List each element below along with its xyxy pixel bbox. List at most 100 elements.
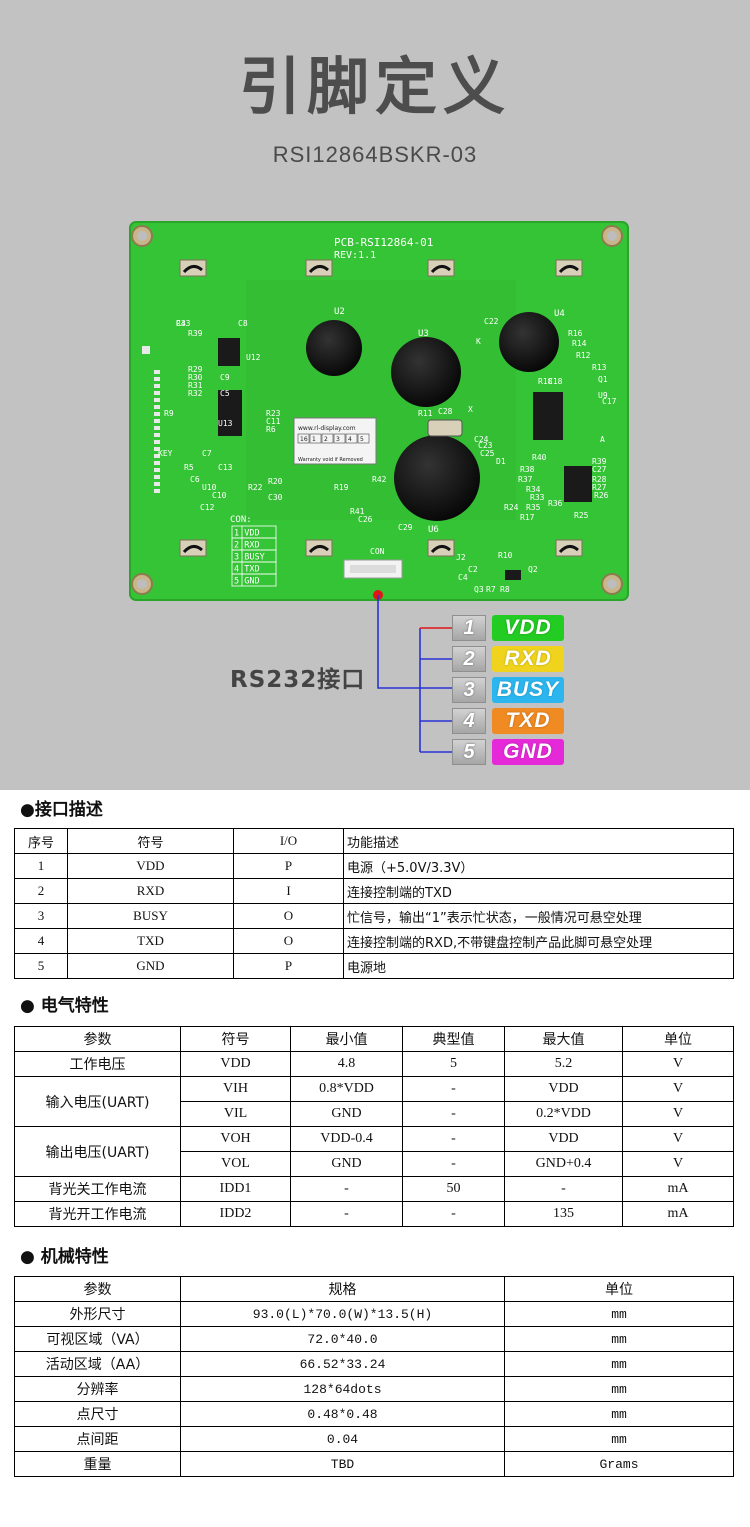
- silk-label: R35: [526, 503, 541, 512]
- spec-cell: 0.04: [180, 1426, 505, 1452]
- param-cell: 分辨率: [14, 1376, 181, 1402]
- edge-pad: [154, 461, 160, 465]
- interface-col-desc: 功能描述: [343, 828, 734, 854]
- silk-label: C7: [202, 449, 212, 458]
- wiring-diagram: [373, 590, 454, 753]
- pin-name-txd: TXD: [492, 708, 564, 734]
- con-row-5: 5 GND: [234, 577, 260, 587]
- spec-cell: 0.48*0.48: [180, 1401, 505, 1427]
- con-row-2: 2 RXD: [234, 541, 260, 551]
- edge-pad: [154, 447, 160, 451]
- silk-label: U13: [218, 419, 233, 428]
- silk-label: Q3: [474, 585, 484, 594]
- row-symbol: GND: [67, 953, 234, 979]
- silk-label: R25: [574, 511, 589, 520]
- silk-label: R8: [500, 585, 510, 594]
- edge-pad: [154, 489, 160, 493]
- symbol-cell: VDD: [180, 1051, 291, 1077]
- symbol-cell: VOH: [180, 1126, 291, 1152]
- silk-label: R40: [532, 453, 547, 462]
- silk-label: R14: [572, 339, 587, 348]
- max-cell: VDD: [504, 1126, 623, 1152]
- bezel-tab: [305, 259, 333, 277]
- sticker-cell: 1: [312, 436, 316, 443]
- silk-label: R36: [548, 499, 563, 508]
- min-cell: -: [290, 1201, 403, 1227]
- max-cell: 0.2*VDD: [504, 1101, 623, 1127]
- silk-label: U10: [202, 483, 217, 492]
- row-io: O: [233, 903, 344, 929]
- edge-pad: [154, 370, 160, 374]
- edge-pad: [154, 419, 160, 423]
- typ-cell: -: [402, 1076, 505, 1102]
- silk-label: R38: [520, 465, 535, 474]
- unit-cell: mA: [622, 1176, 734, 1202]
- silk-label: C22: [484, 317, 499, 326]
- silk-label: R17: [520, 513, 535, 522]
- edge-pad: [154, 377, 160, 381]
- silk-label: D1: [496, 457, 506, 466]
- spec-cell: 72.0*40.0: [180, 1326, 505, 1352]
- max-cell: VDD: [504, 1076, 623, 1102]
- unit-cell: mm: [504, 1351, 734, 1377]
- pin-number: 3: [452, 677, 486, 703]
- min-cell: 0.8*VDD: [290, 1076, 403, 1102]
- silk-label: U9: [598, 391, 608, 400]
- mechanical-col-unit: 单位: [504, 1276, 734, 1302]
- bezel-tab: [555, 539, 583, 557]
- unit-cell: V: [622, 1126, 734, 1152]
- silk-label: R24: [504, 503, 519, 512]
- edge-pad: [154, 454, 160, 458]
- param-cell: 工作电压: [14, 1051, 181, 1077]
- mechanical-col-param: 参数: [14, 1276, 181, 1302]
- silk-label: R16: [568, 329, 583, 338]
- sticker-cell: 16: [300, 436, 308, 443]
- param-cell: 背光开工作电流: [14, 1201, 181, 1227]
- con-row-1: 1 VDD: [234, 529, 260, 539]
- unit-cell: mm: [504, 1301, 734, 1327]
- mechanical-heading: ● 机械特性: [20, 1247, 109, 1267]
- silk-label: KEY: [158, 449, 173, 458]
- chip-u4: [499, 312, 559, 372]
- row-index: 5: [14, 953, 68, 979]
- param-cell: 输入电压(UART): [14, 1076, 181, 1127]
- silk-label: R10: [498, 551, 513, 560]
- electrical-heading: ● 电气特性: [20, 996, 109, 1016]
- con-header: CON:: [230, 515, 252, 525]
- typ-cell: -: [402, 1101, 505, 1127]
- pin-number: 2: [452, 646, 486, 672]
- board-name: PCB-RSI12864-01: [334, 236, 433, 249]
- unit-cell: Grams: [504, 1451, 734, 1477]
- silk-label: R27: [592, 483, 607, 492]
- row-io: P: [233, 953, 344, 979]
- typ-cell: 5: [402, 1051, 505, 1077]
- silk-label: R30: [188, 373, 203, 382]
- silk-label: C27: [592, 465, 607, 474]
- silk-label: Q2: [528, 565, 538, 574]
- max-cell: GND+0.4: [504, 1151, 623, 1177]
- chip-label: U2: [334, 307, 345, 317]
- silk-label: R22: [248, 483, 263, 492]
- param-cell: 点尺寸: [14, 1401, 181, 1427]
- typ-cell: -: [402, 1151, 505, 1177]
- silk-label: C6: [190, 475, 200, 484]
- silk-label: R12: [576, 351, 591, 360]
- bezel-tab: [179, 259, 207, 277]
- row-desc: 连接控制端的TXD: [343, 878, 734, 904]
- edge-pad: [154, 405, 160, 409]
- silk-label: C3: [176, 319, 186, 328]
- sticker-cell: 4: [348, 436, 352, 443]
